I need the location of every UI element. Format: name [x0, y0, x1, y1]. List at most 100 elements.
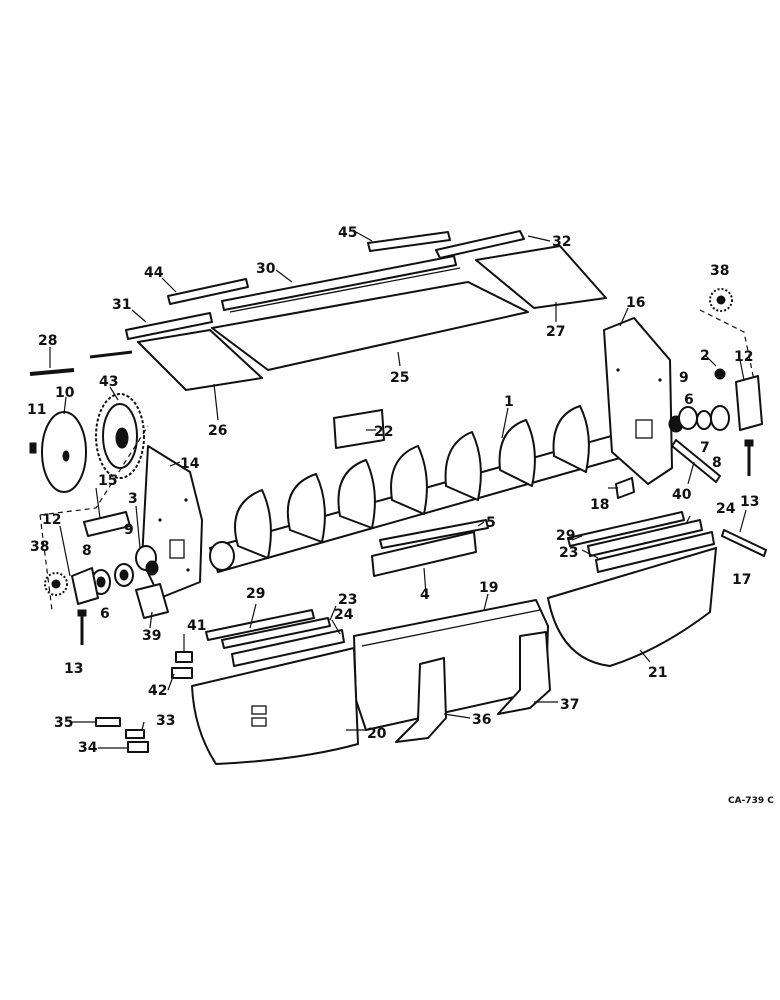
callout-13-right: 13 [740, 494, 759, 510]
callout-34: 34 [78, 740, 98, 756]
part-7-washer [696, 410, 712, 430]
part-21-trough [547, 547, 717, 667]
part-5-bar [379, 519, 489, 549]
part-17-arm [721, 529, 767, 557]
callout-19: 19 [479, 580, 498, 596]
callout-22: 22 [374, 424, 393, 440]
part-20-trough [191, 647, 359, 765]
callout-29-left: 29 [246, 586, 265, 602]
callout-12-right: 12 [734, 349, 753, 365]
part-22-plate [333, 409, 385, 449]
callout-41: 41 [187, 618, 206, 634]
part-23-strip-left [221, 617, 331, 649]
callout-25: 25 [390, 370, 409, 386]
callout-32: 32 [552, 234, 571, 250]
part-45-angle [367, 231, 451, 252]
part-2-nut [714, 368, 726, 380]
callout-13-left: 13 [64, 661, 83, 677]
callout-42: 42 [148, 683, 167, 699]
callout-3: 3 [128, 491, 138, 507]
callout-11: 11 [27, 402, 46, 418]
part-37-strap [497, 631, 551, 715]
part-8-flange-right [710, 405, 730, 431]
callout-8-left: 8 [82, 543, 92, 559]
part-24-strip-left [231, 629, 345, 667]
part-26-cover-plate [137, 329, 263, 391]
part-36-strap [395, 657, 447, 743]
part-42-clip [171, 667, 193, 679]
part-23-strip-right [595, 531, 715, 573]
callout-23-right: 23 [559, 545, 578, 561]
callout-16: 16 [626, 295, 645, 311]
part-15-bracket [83, 511, 131, 537]
part-18-clip [615, 477, 635, 499]
part-9-collar-left [145, 560, 159, 576]
callout-5: 5 [486, 515, 496, 531]
part-34-clip [127, 741, 149, 753]
callout-38-left: 38 [30, 539, 49, 555]
part-25-cover-plate [211, 281, 529, 371]
callout-72: 12 [42, 512, 61, 528]
part-39-bracket [135, 583, 169, 619]
part-33-clip [125, 729, 145, 739]
callout-18: 18 [590, 497, 609, 513]
callout-38-right: 38 [710, 263, 729, 279]
callout-20: 20 [367, 726, 387, 742]
callout-37: 37 [560, 697, 579, 713]
callout-30: 30 [256, 261, 276, 277]
part-29-strip-left [205, 609, 315, 641]
callout-6-left: 6 [100, 606, 110, 622]
callout-40: 40 [672, 487, 692, 503]
callout-36: 36 [472, 712, 491, 728]
part-40-arm [671, 439, 721, 483]
callout-6-right: 6 [684, 392, 694, 408]
drawing-code: CA-739 C [728, 796, 774, 806]
part-27-cover-plate [475, 245, 607, 309]
part-43-sprocket [95, 393, 145, 479]
callout-24-right: 24 [716, 501, 736, 517]
part-10-sheave [41, 411, 87, 493]
part-4-plate [371, 531, 477, 577]
part-13-bolt-left [77, 609, 87, 645]
callout-29-right: 29 [556, 528, 575, 544]
part-38-sprocket-left [44, 572, 68, 596]
callout-1: 1 [504, 394, 514, 410]
part-11-key [29, 442, 37, 454]
part-13-bolt-right [744, 439, 754, 476]
part-12-plate-left [71, 567, 99, 605]
part-41-clip [175, 651, 193, 663]
callout-8-right: 8 [712, 455, 722, 471]
callout-9-right: 9 [679, 370, 689, 386]
callout-45: 45 [338, 225, 357, 241]
part-35-clip [95, 717, 121, 727]
callout-2: 2 [700, 348, 710, 364]
part-30-angle [221, 255, 461, 313]
callout-labels: 45 32 44 30 31 28 27 25 26 10 43 11 14 1… [27, 225, 759, 756]
leader-lines [49, 231, 747, 731]
part-38-sprocket-right [709, 288, 733, 312]
part-31-angle [125, 312, 213, 340]
callout-39: 39 [142, 628, 161, 644]
callout-14: 14 [180, 456, 200, 472]
callout-24-left: 24 [334, 607, 354, 623]
callout-28: 28 [38, 333, 57, 349]
callout-35: 35 [54, 715, 73, 731]
callout-4: 4 [420, 587, 430, 603]
callout-21: 21 [648, 665, 667, 681]
callout-23-left: 23 [338, 592, 357, 608]
part-16-end-plate [603, 317, 673, 485]
callout-15: 15 [98, 473, 117, 489]
part-24-strip-right [587, 519, 703, 557]
callout-26: 26 [208, 423, 227, 439]
part-29-strip-right [567, 511, 685, 547]
part-1-auger [209, 405, 649, 573]
part-44-angle [167, 278, 249, 305]
callout-44: 44 [144, 265, 164, 281]
callout-31: 31 [112, 297, 131, 313]
callout-7: 7 [700, 440, 710, 456]
callout-43: 43 [99, 374, 118, 390]
callout-27: 27 [546, 324, 565, 340]
part-28-rod [29, 350, 133, 376]
part-32-angle [435, 230, 525, 259]
